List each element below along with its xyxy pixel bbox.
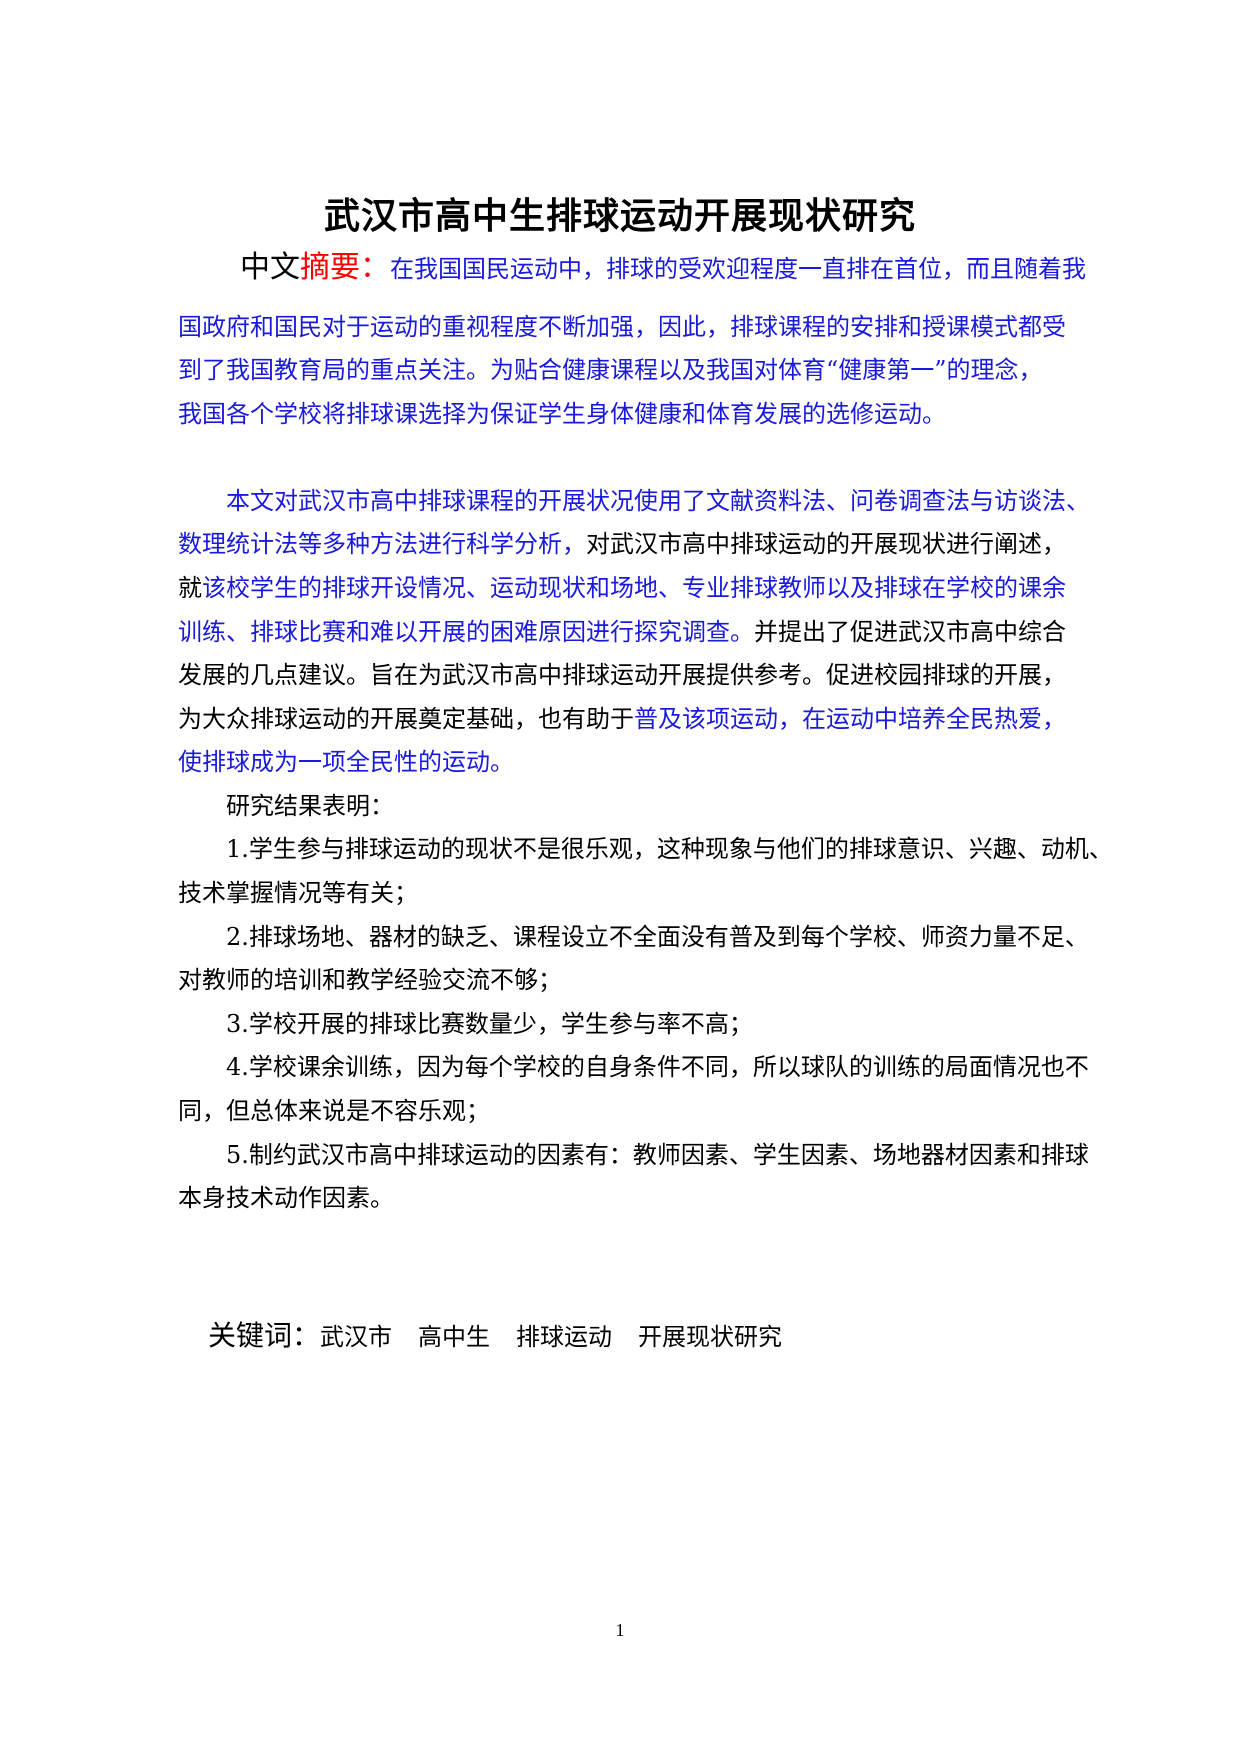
abstract-text: 在我国国民运动中，排球的受欢迎程度一直排在首位，而且随着我 (390, 255, 1086, 283)
result-item: 3.学校开展的排球比赛数量少，学生参与率不高； (226, 1010, 753, 1038)
keywords-line: 关键词：武汉市高中生排球运动开展现状研究 (208, 1320, 808, 1353)
result-item: 2.排球场地、器材的缺乏、课程设立不全面没有普及到每个学校、师资力量不足、 (226, 923, 1089, 951)
abstract-text: 该校学生的排球开设情况、运动现状和场地、专业排球教师以及排球在学校的课余 (202, 574, 1066, 602)
abstract-line: 到了我国教育局的重点关注。为贴合健康课程以及我国对体育“健康第一”的理念， (178, 356, 1043, 384)
results-heading: 研究结果表明： (226, 792, 394, 820)
abstract-line: 数理统计法等多种方法进行科学分析，对武汉市高中排球运动的开展现状进行阐述， (178, 528, 1066, 560)
abstract-line: 中文摘要：在我国国民运动中，排球的受欢迎程度一直排在首位，而且随着我 (240, 252, 1086, 285)
result-item: 对教师的培训和教学经验交流不够； (178, 966, 562, 994)
keywords-label: 关键词： (208, 1319, 321, 1352)
document-title: 武汉市高中生排球运动开展现状研究 (323, 196, 916, 237)
result-item: 5.制约武汉市高中排球运动的因素有：教师因素、学生因素、场地器材因素和排球 (226, 1141, 1089, 1169)
abstract-line: 使排球成为一项全民性的运动。 (178, 748, 514, 776)
abstract-line: 训练、排球比赛和难以开展的困难原因进行探究调查。并提出了促进武汉市高中综合 (178, 616, 1066, 648)
page-number: 1 (615, 1620, 625, 1640)
abstract-label-zh: 中文 (240, 250, 300, 285)
abstract-text: 并提出了促进武汉市高中综合 (754, 618, 1066, 646)
keyword: 开展现状研究 (638, 1323, 783, 1351)
abstract-line: 国政府和国民对于运动的重视程度不断加强，因此，排球课程的安排和授课模式都受 (178, 313, 1066, 341)
abstract-text: 普及该项运动，在运动中培养全民热爱， (634, 705, 1066, 733)
result-item: 同，但总体来说是不容乐观； (178, 1097, 490, 1125)
result-item: 技术掌握情况等有关； (178, 879, 418, 907)
abstract-label: 摘要： (300, 250, 390, 285)
result-item: 1.学生参与排球运动的现状不是很乐观，这种现象与他们的排球意识、兴趣、动机、 (226, 835, 1113, 863)
abstract-text: 训练、排球比赛和难以开展的困难原因进行探究调查。 (178, 618, 754, 646)
abstract-text: 对武汉市高中排球运动的开展现状进行阐述， (586, 530, 1066, 558)
abstract-text: 就 (178, 574, 202, 602)
abstract-text: 为大众排球运动的开展奠定基础，也有助于 (178, 705, 634, 733)
keyword: 高中生 (418, 1323, 491, 1351)
abstract-line: 本文对武汉市高中排球课程的开展状况使用了文献资料法、问卷调查法与访谈法、 (226, 487, 1090, 515)
abstract-line: 我国各个学校将排球课选择为保证学生身体健康和体育发展的选修运动。 (178, 400, 946, 428)
abstract-line: 为大众排球运动的开展奠定基础，也有助于普及该项运动，在运动中培养全民热爱， (178, 703, 1066, 735)
abstract-text: 数理统计法等多种方法进行科学分析， (178, 530, 586, 558)
keyword: 排球运动 (516, 1323, 613, 1351)
keyword: 武汉市 (320, 1323, 393, 1351)
abstract-line: 发展的几点建议。旨在为武汉市高中排球运动开展提供参考。促进校园排球的开展， (178, 661, 1066, 689)
abstract-line: 就该校学生的排球开设情况、运动现状和场地、专业排球教师以及排球在学校的课余 (178, 572, 1066, 604)
result-item: 4.学校课余训练，因为每个学校的自身条件不同，所以球队的训练的局面情况也不 (226, 1053, 1089, 1081)
result-item: 本身技术动作因素。 (178, 1184, 394, 1212)
